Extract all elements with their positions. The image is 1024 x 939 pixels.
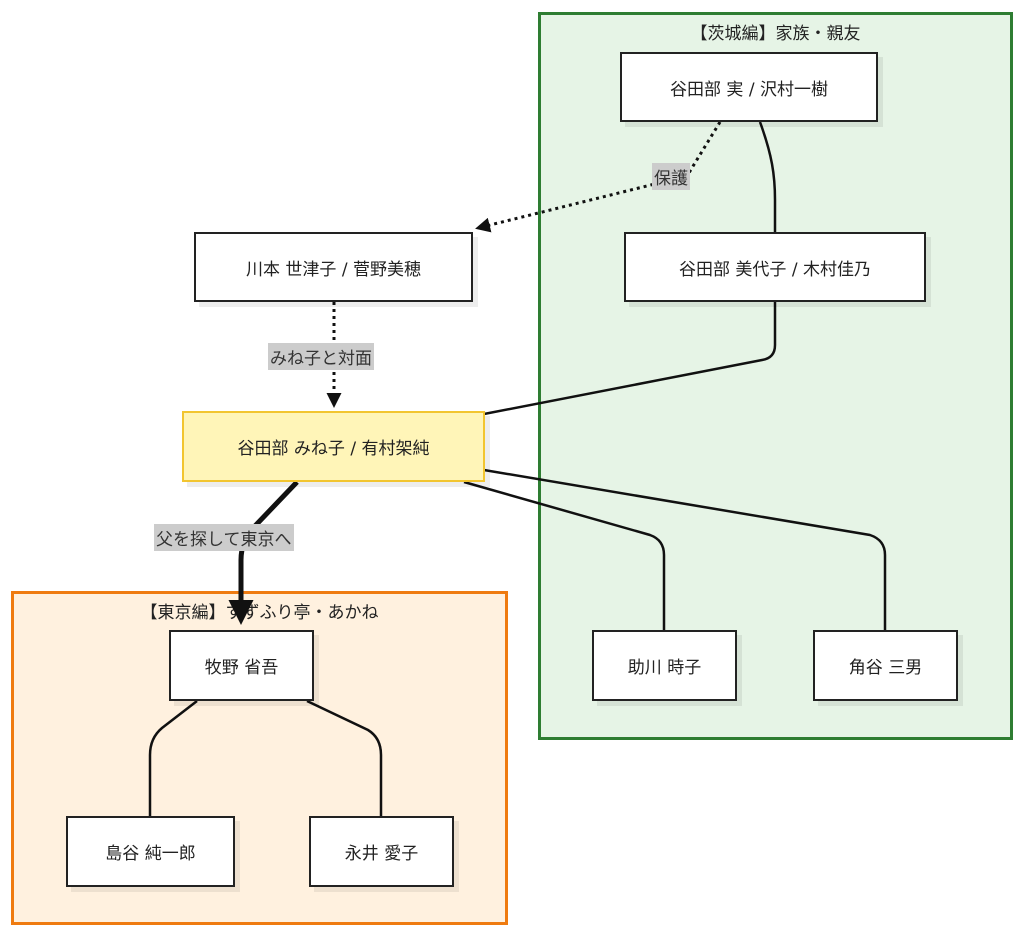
edge-label-protect: 保護 [652, 163, 690, 190]
edge-label-search: 父を探して東京へ [154, 524, 294, 551]
edge-makino-shimaya [148, 700, 198, 817]
group-ibaraki: 【茨城編】家族・親友 [538, 12, 1013, 740]
node-minoru[interactable]: 谷田部 実 / 沢村一樹 [620, 52, 878, 122]
edge-mineko-tokiko [463, 480, 666, 631]
edge-makino-nagai [306, 699, 383, 817]
node-shimaya[interactable]: 島谷 純一郎 [66, 816, 235, 887]
node-mitsuo[interactable]: 角谷 三男 [813, 630, 958, 701]
edge-minoru-miyoko [758, 121, 777, 233]
node-makino[interactable]: 牧野 省吾 [169, 630, 314, 701]
node-tokiko[interactable]: 助川 時子 [592, 630, 737, 701]
node-mineko[interactable]: 谷田部 みね子 / 有村架純 [182, 411, 485, 482]
node-setsuko[interactable]: 川本 世津子 / 菅野美穂 [194, 232, 473, 302]
edge-mineko-mitsuo [483, 468, 887, 631]
edge-miyoko-mineko [483, 302, 777, 416]
node-miyoko[interactable]: 谷田部 美代子 / 木村佳乃 [624, 232, 926, 302]
edge-mineko-makino [228, 480, 299, 625]
group-title-ibaraki: 【茨城編】家族・親友 [690, 24, 861, 44]
node-nagai[interactable]: 永井 愛子 [309, 816, 454, 887]
edge-label-meet: みね子と対面 [268, 343, 374, 370]
group-title-tokyo: 【東京編】すずふり亭・あかね [140, 603, 379, 623]
